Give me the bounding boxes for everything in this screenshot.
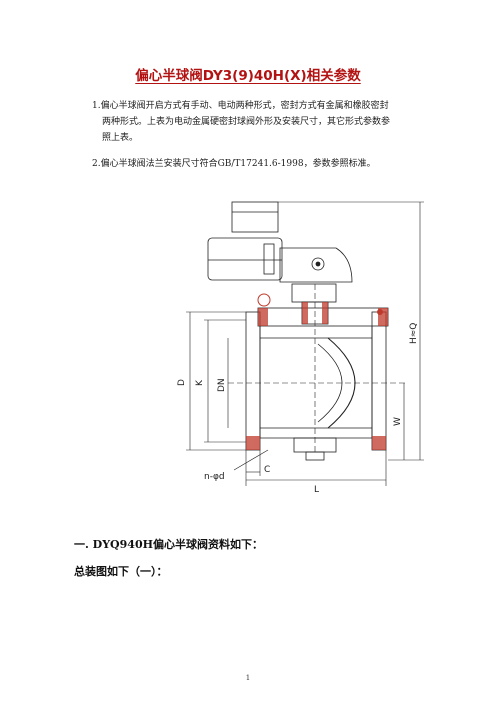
hatch-mark bbox=[258, 308, 268, 326]
page-number: 1 bbox=[245, 674, 251, 682]
actuator-top-box bbox=[231, 201, 279, 233]
hatch-mark bbox=[302, 302, 308, 324]
paragraph-1-line-3: 照上表。 bbox=[102, 133, 139, 143]
right-flange bbox=[371, 311, 387, 451]
dim-label-bolts: n-φd bbox=[204, 472, 225, 482]
valve-assembly-drawing: D K DN H≈Q W L C n-φd bbox=[177, 201, 424, 495]
dim-label-H: H≈Q bbox=[409, 323, 419, 344]
page-title: 偏心半球阀DY3(9)40H(X)相关参数 bbox=[135, 68, 361, 84]
bonnet bbox=[291, 283, 337, 303]
actuator-gearbox bbox=[207, 237, 283, 281]
paragraph-2: 2.偏心半球阀法兰安装尺寸符合GB/T17241.6-1998，参数参照标准。 bbox=[92, 159, 376, 169]
hatch-mark bbox=[372, 436, 386, 450]
dim-label-W: W bbox=[393, 417, 403, 426]
dim-label-K: K bbox=[195, 379, 205, 386]
dim-label-C: C bbox=[264, 465, 270, 475]
left-flange bbox=[245, 311, 261, 451]
hatch-mark bbox=[322, 302, 328, 324]
bolt-icon bbox=[377, 309, 383, 315]
paragraph-1-line-1: 1.偏心半球阀开启方式有手动、电动两种形式，密封方式有金属和橡胶密封 bbox=[92, 101, 389, 111]
dim-label-L: L bbox=[314, 485, 319, 495]
paragraph-1-line-2: 两种形式。上表为电动金属硬密封球阀外形及安装尺寸，其它形式参数参 bbox=[102, 117, 391, 127]
section-heading: 一. DYQ940H偏心半球阀资料如下： bbox=[74, 538, 263, 551]
worm-housing bbox=[279, 247, 353, 283]
section-subheading: 总装图如下（一）： bbox=[74, 565, 168, 578]
dim-label-DN: DN bbox=[217, 378, 227, 392]
paragraph-1: 1.偏心半球阀开启方式有手动、电动两种形式，密封方式有金属和橡胶密封 两种形式。… bbox=[92, 98, 432, 146]
hatch-mark bbox=[246, 436, 260, 450]
lifting-eye-icon bbox=[257, 293, 271, 307]
hatch-mark bbox=[378, 308, 388, 326]
dim-label-D: D bbox=[177, 379, 187, 386]
